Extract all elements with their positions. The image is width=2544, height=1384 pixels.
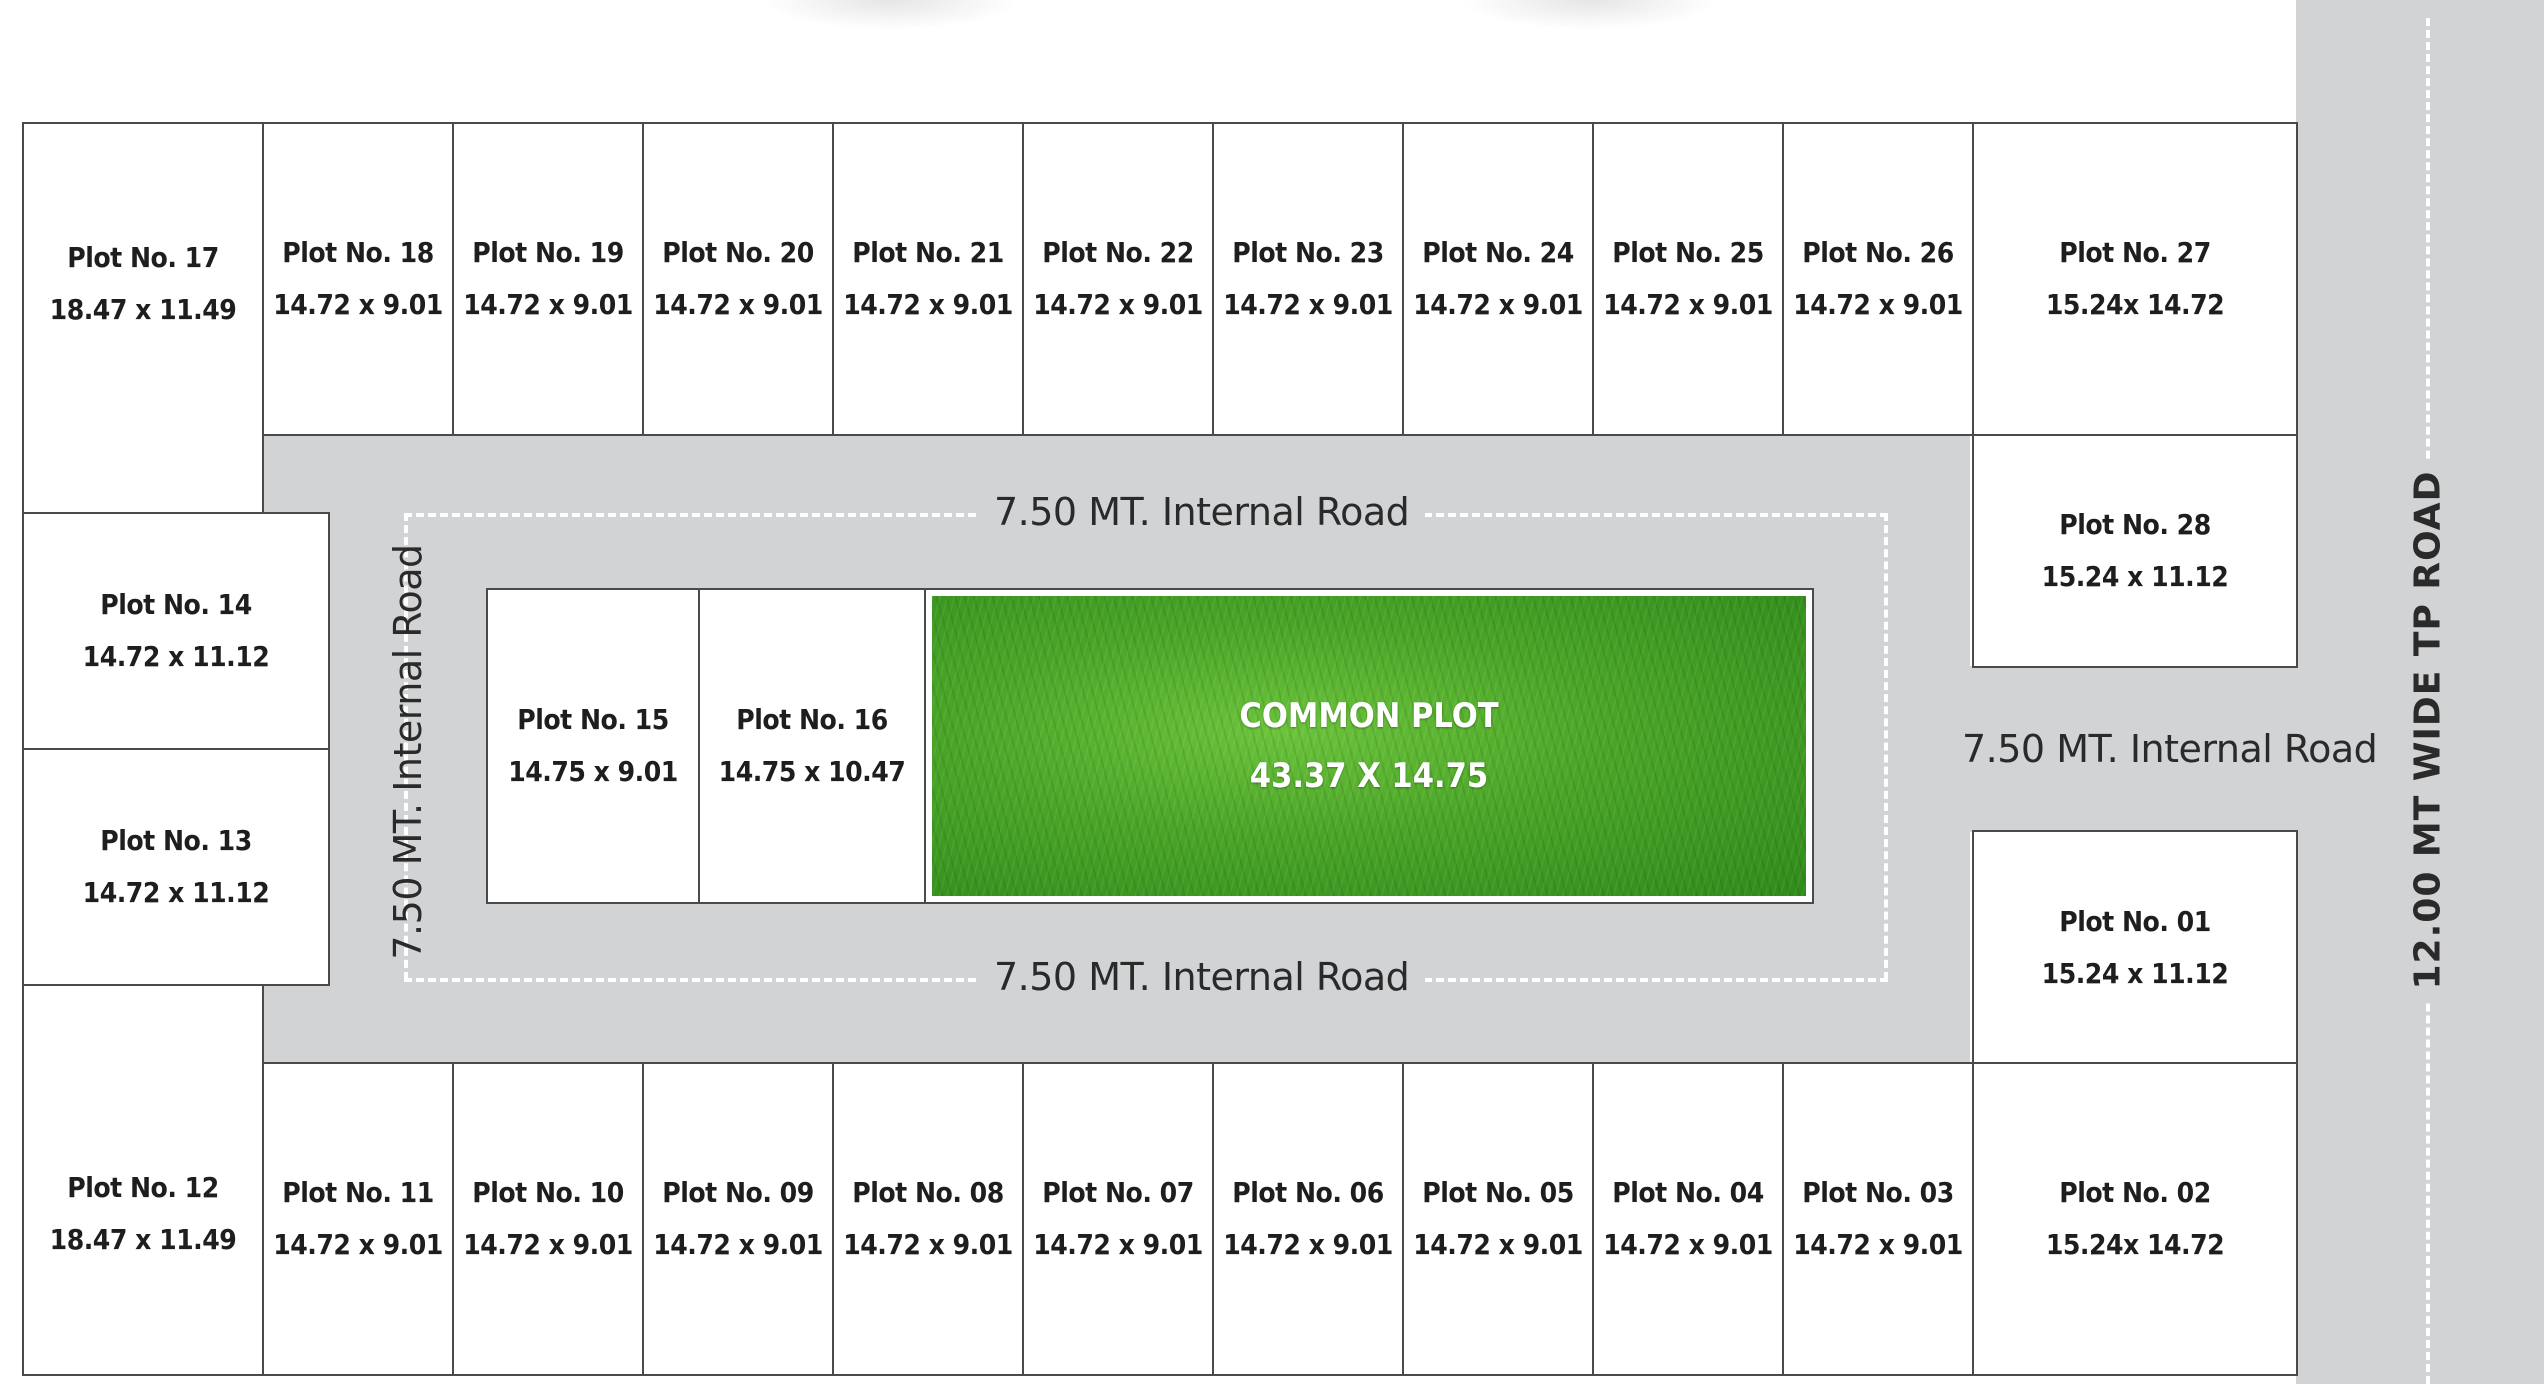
plot-11[interactable]: Plot No. 11 14.72 x 9.01 xyxy=(262,1062,454,1376)
plot-01-name: Plot No. 01 xyxy=(2059,905,2211,938)
plot-12[interactable]: Plot No. 12 18.47 x 11.49 xyxy=(22,984,264,1376)
plot-22[interactable]: Plot No. 22 14.72 x 9.01 xyxy=(1022,122,1214,436)
plot-12-name: Plot No. 12 xyxy=(67,1171,219,1204)
plot-27-dims: 15.24x 14.72 xyxy=(2045,288,2225,321)
plot-02-name: Plot No. 02 xyxy=(2059,1176,2211,1209)
plot-28[interactable]: Plot No. 28 15.24 x 11.12 xyxy=(1972,434,2298,668)
plot-07-dims: 14.72 x 9.01 xyxy=(1033,1228,1203,1261)
internal-road-label-bottom: 7.50 MT. Internal Road xyxy=(978,955,1426,999)
plot-17-dims: 18.47 x 11.49 xyxy=(49,293,237,326)
plot-14-dims: 14.72 x 11.12 xyxy=(82,640,270,673)
common-plot[interactable]: COMMON PLOT 43.37 X 14.75 xyxy=(924,588,1814,904)
plot-15-name: Plot No. 15 xyxy=(517,703,669,736)
plot-27-name: Plot No. 27 xyxy=(2059,236,2211,269)
plot-24-name: Plot No. 24 xyxy=(1422,236,1574,269)
plot-26-name: Plot No. 26 xyxy=(1802,236,1954,269)
plot-17-name: Plot No. 17 xyxy=(67,241,219,274)
plot-19[interactable]: Plot No. 19 14.72 x 9.01 xyxy=(452,122,644,436)
plot-21-dims: 14.72 x 9.01 xyxy=(843,288,1013,321)
plot-04-dims: 14.72 x 9.01 xyxy=(1603,1228,1773,1261)
plot-09-name: Plot No. 09 xyxy=(662,1176,814,1209)
plot-20[interactable]: Plot No. 20 14.72 x 9.01 xyxy=(642,122,834,436)
road-centerline-right xyxy=(1884,513,1888,980)
plot-16-name: Plot No. 16 xyxy=(736,703,888,736)
plot-18-dims: 14.72 x 9.01 xyxy=(273,288,443,321)
top-shadow-right xyxy=(1460,0,1720,30)
top-shadow-left xyxy=(760,0,1020,30)
plot-05[interactable]: Plot No. 05 14.72 x 9.01 xyxy=(1402,1062,1594,1376)
plot-27[interactable]: Plot No. 27 15.24x 14.72 xyxy=(1972,122,2298,436)
plot-08-dims: 14.72 x 9.01 xyxy=(843,1228,1013,1261)
plot-05-dims: 14.72 x 9.01 xyxy=(1413,1228,1583,1261)
plot-23-name: Plot No. 23 xyxy=(1232,236,1384,269)
plot-11-dims: 14.72 x 9.01 xyxy=(273,1228,443,1261)
plot-19-dims: 14.72 x 9.01 xyxy=(463,288,633,321)
plot-26-dims: 14.72 x 9.01 xyxy=(1793,288,1963,321)
plot-23-dims: 14.72 x 9.01 xyxy=(1223,288,1393,321)
plot-16-dims: 14.75 x 10.47 xyxy=(718,755,906,788)
plot-25-name: Plot No. 25 xyxy=(1612,236,1764,269)
plot-08-name: Plot No. 08 xyxy=(852,1176,1004,1209)
plot-13[interactable]: Plot No. 13 14.72 x 11.12 xyxy=(22,748,330,986)
plot-08[interactable]: Plot No. 08 14.72 x 9.01 xyxy=(832,1062,1024,1376)
internal-road-label-left: 7.50 MT. Internal Road xyxy=(386,544,430,960)
plot-28-dims: 15.24 x 11.12 xyxy=(2041,560,2229,593)
plot-03-name: Plot No. 03 xyxy=(1802,1176,1954,1209)
plot-24-dims: 14.72 x 9.01 xyxy=(1413,288,1583,321)
plot-21-name: Plot No. 21 xyxy=(852,236,1004,269)
plot-24[interactable]: Plot No. 24 14.72 x 9.01 xyxy=(1402,122,1594,436)
plot-10-dims: 14.72 x 9.01 xyxy=(463,1228,633,1261)
plot-14-name: Plot No. 14 xyxy=(100,588,252,621)
grass-image: COMMON PLOT 43.37 X 14.75 xyxy=(932,596,1806,896)
plot-22-dims: 14.72 x 9.01 xyxy=(1033,288,1203,321)
internal-road-east-branch xyxy=(1968,666,2298,832)
plot-16[interactable]: Plot No. 16 14.75 x 10.47 xyxy=(698,588,926,904)
tp-road-label: 12.00 MT WIDE TP ROAD xyxy=(2407,460,2449,1000)
plot-18[interactable]: Plot No. 18 14.72 x 9.01 xyxy=(262,122,454,436)
plot-11-name: Plot No. 11 xyxy=(282,1176,434,1209)
plot-19-name: Plot No. 19 xyxy=(472,236,624,269)
plot-17[interactable]: Plot No. 17 18.47 x 11.49 xyxy=(22,122,264,514)
plot-06[interactable]: Plot No. 06 14.72 x 9.01 xyxy=(1212,1062,1404,1376)
plot-10[interactable]: Plot No. 10 14.72 x 9.01 xyxy=(452,1062,644,1376)
plot-09-dims: 14.72 x 9.01 xyxy=(653,1228,823,1261)
plot-03-dims: 14.72 x 9.01 xyxy=(1793,1228,1963,1261)
plot-28-name: Plot No. 28 xyxy=(2059,508,2211,541)
plot-21[interactable]: Plot No. 21 14.72 x 9.01 xyxy=(832,122,1024,436)
plot-25-dims: 14.72 x 9.01 xyxy=(1603,288,1773,321)
plot-10-name: Plot No. 10 xyxy=(472,1176,624,1209)
plot-26[interactable]: Plot No. 26 14.72 x 9.01 xyxy=(1782,122,1974,436)
plot-02-dims: 15.24x 14.72 xyxy=(2045,1228,2225,1261)
plot-12-dims: 18.47 x 11.49 xyxy=(49,1223,237,1256)
plot-20-name: Plot No. 20 xyxy=(662,236,814,269)
plot-01-dims: 15.24 x 11.12 xyxy=(2041,957,2229,990)
common-plot-dims: 43.37 X 14.75 xyxy=(1249,756,1489,796)
plot-25[interactable]: Plot No. 25 14.72 x 9.01 xyxy=(1592,122,1784,436)
internal-road-label-top: 7.50 MT. Internal Road xyxy=(978,490,1426,534)
plot-01[interactable]: Plot No. 01 15.24 x 11.12 xyxy=(1972,830,2298,1066)
plot-07[interactable]: Plot No. 07 14.72 x 9.01 xyxy=(1022,1062,1214,1376)
plot-20-dims: 14.72 x 9.01 xyxy=(653,288,823,321)
plot-05-name: Plot No. 05 xyxy=(1422,1176,1574,1209)
plot-03[interactable]: Plot No. 03 14.72 x 9.01 xyxy=(1782,1062,1974,1376)
plot-23[interactable]: Plot No. 23 14.72 x 9.01 xyxy=(1212,122,1404,436)
plot-06-name: Plot No. 06 xyxy=(1232,1176,1384,1209)
plot-06-dims: 14.72 x 9.01 xyxy=(1223,1228,1393,1261)
plot-13-name: Plot No. 13 xyxy=(100,824,252,857)
road-centerline-left xyxy=(404,513,408,980)
common-plot-title: COMMON PLOT xyxy=(1239,696,1499,736)
internal-road-label-right: 7.50 MT. Internal Road xyxy=(1962,727,2378,771)
plot-14[interactable]: Plot No. 14 14.72 x 11.12 xyxy=(22,512,330,750)
plot-04-name: Plot No. 04 xyxy=(1612,1176,1764,1209)
plot-09[interactable]: Plot No. 09 14.72 x 9.01 xyxy=(642,1062,834,1376)
plot-22-name: Plot No. 22 xyxy=(1042,236,1194,269)
plot-18-name: Plot No. 18 xyxy=(282,236,434,269)
plot-04[interactable]: Plot No. 04 14.72 x 9.01 xyxy=(1592,1062,1784,1376)
plot-07-name: Plot No. 07 xyxy=(1042,1176,1194,1209)
plot-15[interactable]: Plot No. 15 14.75 x 9.01 xyxy=(486,588,700,904)
plot-15-dims: 14.75 x 9.01 xyxy=(508,755,678,788)
plot-13-dims: 14.72 x 11.12 xyxy=(82,876,270,909)
plot-02[interactable]: Plot No. 02 15.24x 14.72 xyxy=(1972,1062,2298,1376)
